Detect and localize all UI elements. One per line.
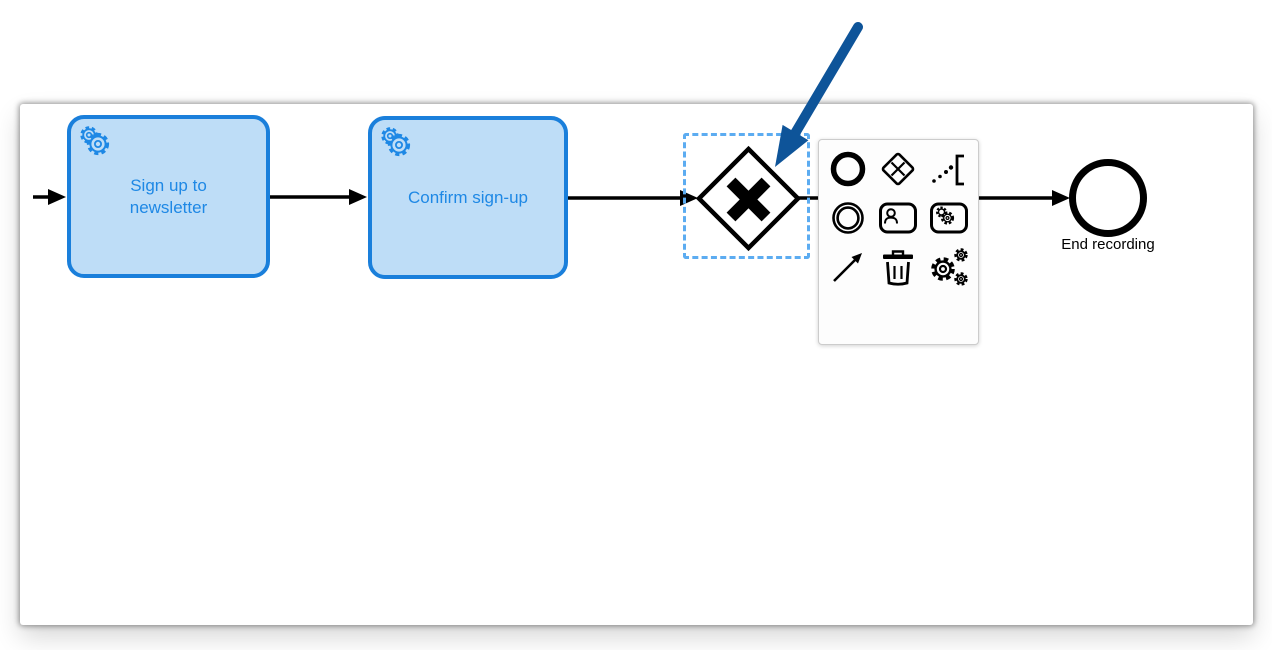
append-intermediate-event-button[interactable]	[823, 193, 873, 242]
end-event-icon	[830, 151, 866, 186]
gateway-x-marker-icon	[726, 177, 771, 222]
append-user-task-button[interactable]	[873, 193, 923, 242]
connect-tool-button[interactable]	[823, 242, 873, 291]
user-task-icon	[879, 202, 918, 233]
task-label: Sign up to newsletter	[129, 176, 208, 217]
task-confirm-sign-up[interactable]: Confirm sign-up	[368, 116, 568, 279]
service-task-icon	[929, 202, 968, 233]
intermediate-event-icon	[832, 201, 864, 234]
task-label: Confirm sign-up	[408, 187, 528, 207]
selection-outline	[683, 133, 810, 259]
service-task-gears-icon	[76, 124, 114, 163]
change-element-button[interactable]	[924, 242, 974, 291]
delete-button[interactable]	[873, 242, 923, 291]
flow-arrowhead	[1052, 190, 1070, 206]
trash-icon	[883, 249, 914, 286]
service-task-gears-icon	[377, 125, 415, 164]
exclusive-gateway[interactable]	[695, 145, 802, 252]
append-gateway-button[interactable]	[873, 144, 923, 193]
flow-arrowhead	[349, 189, 367, 205]
text-annotation-icon	[932, 154, 964, 185]
gateway-icon	[882, 152, 915, 185]
end-event[interactable]	[1069, 159, 1147, 237]
append-text-annotation-button[interactable]	[924, 144, 974, 193]
end-event-label: End recording	[1061, 236, 1155, 253]
task-sign-up-to-newsletter[interactable]: Sign up to newsletter	[67, 115, 270, 278]
append-service-task-button[interactable]	[924, 193, 974, 242]
context-pad	[818, 139, 979, 345]
append-end-event-button[interactable]	[823, 144, 873, 193]
flow-arrowhead	[48, 189, 66, 205]
connect-arrow-icon	[833, 252, 863, 282]
gears-settings-icon	[931, 247, 968, 286]
